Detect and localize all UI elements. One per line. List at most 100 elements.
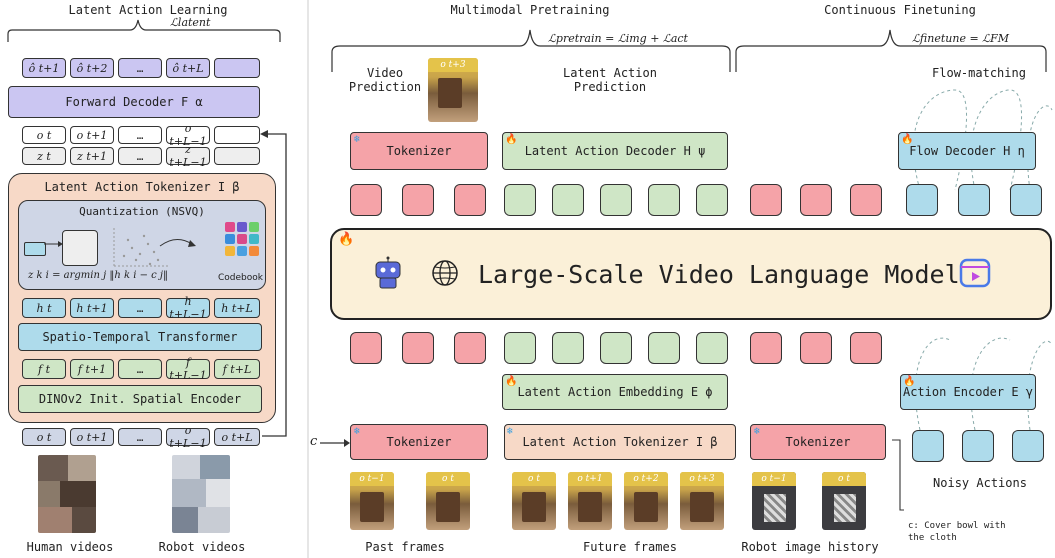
obs-token: … (118, 126, 162, 144)
quantization-title: Quantization (NSVQ) (79, 205, 205, 218)
llm-title: Large-Scale Video Language Model (478, 260, 960, 289)
f-token: f t+1 (70, 359, 114, 379)
trainable-icon: 🔥 (505, 376, 518, 387)
scatter-icon (113, 228, 196, 267)
input-token: o t+L (214, 428, 260, 446)
output-token (454, 184, 486, 216)
input-token: … (118, 428, 162, 446)
output-token (600, 184, 632, 216)
robot-history-label: Robot image history (741, 540, 879, 554)
flow-matching-label: Flow-matching (932, 66, 1026, 80)
quant-formula: z k i = argmin j ‖h k i − c j‖ (28, 270, 169, 281)
output-token (906, 184, 938, 216)
forward-decoder: Forward Decoder F α (8, 86, 260, 118)
frozen-icon: ❄ (354, 426, 361, 437)
codebook-grid (225, 222, 261, 258)
h-token: h t+L (214, 298, 260, 318)
multimodal-title: Multimodal Pretraining (450, 3, 610, 17)
z-token: z t+1 (70, 147, 114, 165)
output-token (696, 184, 728, 216)
future-frames-label: Future frames (583, 540, 677, 554)
input-token (850, 332, 882, 364)
f-token: f t (22, 359, 66, 379)
future-frame: o t+1 (568, 472, 612, 530)
future-frame: o t (512, 472, 556, 530)
trainable-icon: 🔥 (901, 134, 914, 145)
human-videos-collage (38, 455, 96, 533)
output-token (958, 184, 990, 216)
output-token (552, 184, 584, 216)
trainable-icon: 🔥 (338, 232, 355, 247)
input-token (504, 332, 536, 364)
output-token (850, 184, 882, 216)
dinov2-encoder: DINOv2 Init. Spatial Encoder (18, 385, 262, 413)
instruction-text: c: Cover bowl with the cloth (908, 521, 1006, 543)
pretrain-loss: ℒpretrain = ℒimg + ℒact (548, 32, 688, 45)
output-token (750, 184, 782, 216)
pred-token: … (118, 58, 162, 78)
tokenizer-top: Tokenizer (350, 132, 488, 170)
output-token (504, 184, 536, 216)
f-token: f t+L (214, 359, 260, 379)
z-token-empty (214, 147, 260, 165)
input-token (350, 332, 382, 364)
z-token: z t (22, 147, 66, 165)
finetune-loss: ℒfinetune = ℒFM (912, 32, 1009, 45)
frozen-icon: ❄ (754, 426, 761, 437)
f-token: f t+L−1 (166, 356, 210, 382)
spatio-temporal-transformer: Spatio-Temporal Transformer (18, 323, 262, 351)
noisy-action-token (1012, 430, 1044, 462)
input-token: o t+L−1 (166, 424, 210, 450)
input-token (648, 332, 680, 364)
noisy-action-token (912, 430, 944, 462)
c-label: c (310, 434, 318, 449)
noisy-actions-label: Noisy Actions (933, 476, 1027, 490)
obs-token: o t+1 (70, 126, 114, 144)
pred-token: ô t+2 (70, 58, 114, 78)
projection-block (62, 230, 98, 266)
input-token: o t (22, 428, 66, 446)
latent-action-decoder: Latent Action Decoder H ψ (502, 132, 728, 170)
lat-tokenizer-title: Latent Action Tokenizer I β (44, 180, 240, 194)
past-frame: o t−1 (350, 472, 394, 530)
output-token (1010, 184, 1042, 216)
h-token: … (118, 298, 162, 318)
pred-token: ô t+1 (22, 58, 66, 78)
left-title: Latent Action Learning (68, 3, 228, 17)
output-token (800, 184, 832, 216)
frozen-icon: ❄ (507, 426, 514, 437)
input-token (600, 332, 632, 364)
past-frame: o t (426, 472, 470, 530)
trainable-icon: 🔥 (903, 376, 916, 387)
h-token: h t (22, 298, 66, 318)
codebook-label: Codebook (218, 273, 263, 283)
obs-token: o t+L−1 (166, 122, 210, 148)
latent-prediction-label: Latent Action Prediction (563, 66, 657, 94)
robot-videos-collage (172, 455, 230, 533)
obs-token-empty (214, 126, 260, 144)
input-token: o t+1 (70, 428, 114, 446)
arrow-icon (44, 241, 63, 247)
human-videos-label: Human videos (26, 540, 114, 554)
video-app-icon (959, 258, 991, 288)
globe-icon (432, 260, 458, 286)
obs-token: o t (22, 126, 66, 144)
noisy-action-token (962, 430, 994, 462)
pred-token-empty (214, 58, 260, 78)
input-token (696, 332, 728, 364)
input-token (750, 332, 782, 364)
input-token (402, 332, 434, 364)
input-token (800, 332, 832, 364)
z-token: z t+L−1 (166, 143, 210, 169)
robot-frame: o t (822, 472, 866, 530)
output-token (402, 184, 434, 216)
action-encoder: Action Encoder E γ (900, 374, 1036, 410)
query-vector (24, 242, 46, 256)
flow-decoder: Flow Decoder H η (898, 132, 1036, 170)
video-prediction-frame: o t+3 (428, 58, 478, 122)
f-token: … (118, 359, 162, 379)
future-frame: o t+2 (624, 472, 668, 530)
frozen-icon: ❄ (354, 134, 361, 145)
input-token (552, 332, 584, 364)
trainable-icon: 🔥 (505, 134, 518, 145)
